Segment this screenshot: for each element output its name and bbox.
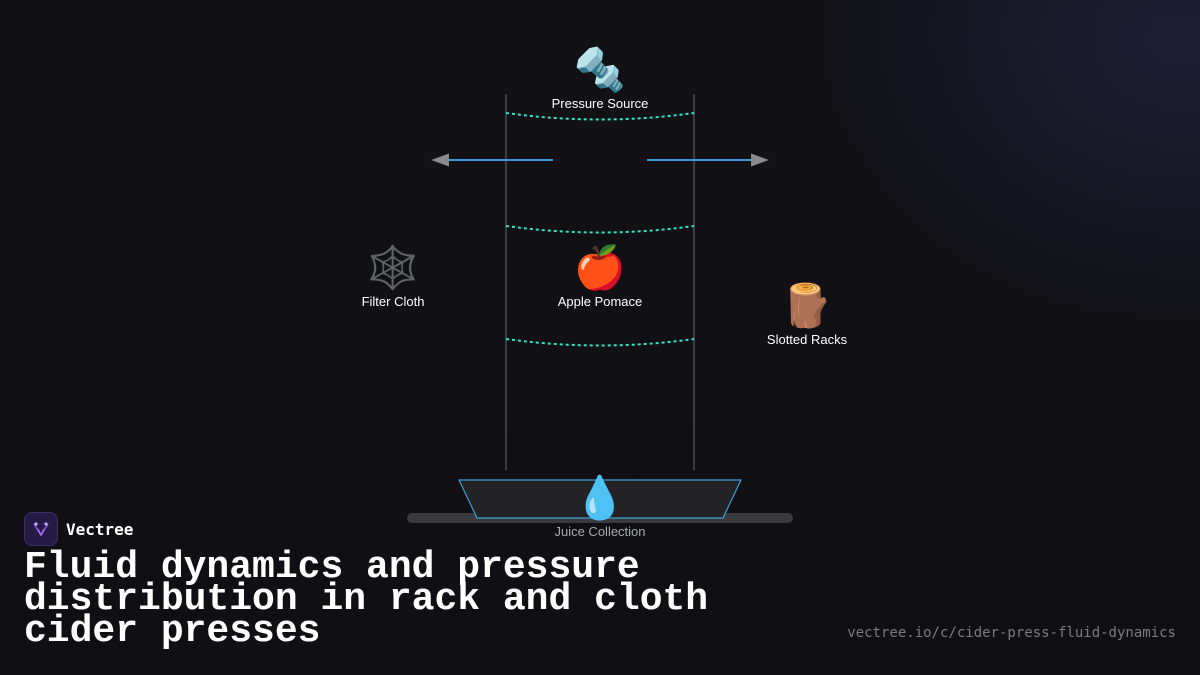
brand-name: Vectree (66, 519, 134, 539)
droplet-icon: 💧 (573, 474, 627, 521)
vectree-logo-icon (24, 512, 58, 546)
screw-icon: 🔩 (573, 46, 627, 93)
pressure-curve-top (505, 112, 695, 121)
node-pressure-source: 🔩 Pressure Source (552, 46, 649, 111)
lateral-flow-arrow-right (647, 153, 769, 167)
node-apple-pomace: 🍎 Apple Pomace (558, 244, 643, 309)
pressure-curve-bottom (505, 338, 695, 347)
wood-log-icon: 🪵 (780, 282, 834, 329)
spider-web-icon: 🕸️ (366, 244, 420, 291)
apple-icon: 🍎 (573, 244, 627, 291)
node-juice-collection: 💧 Juice Collection (554, 474, 645, 539)
lateral-flow-arrow-left (431, 153, 553, 167)
apple-pomace-label: Apple Pomace (557, 294, 643, 309)
juice-collection-label: Juice Collection (554, 524, 646, 539)
node-slotted-racks: 🪵 Slotted Racks (767, 282, 847, 347)
collection-tray (458, 479, 742, 519)
filter-cloth-label: Filter Cloth (361, 294, 425, 309)
source-url[interactable]: vectree.io/c/cider-press-fluid-dynamics (847, 625, 1176, 641)
page-title: Fluid dynamics and pressure distribution… (24, 546, 709, 653)
pressure-source-label: Pressure Source (551, 96, 649, 111)
brand[interactable]: Vectree (24, 512, 133, 546)
pressure-curve-middle (505, 225, 695, 234)
node-filter-cloth: 🕸️ Filter Cloth (362, 244, 425, 309)
slotted-racks-label: Slotted Racks (766, 332, 848, 347)
